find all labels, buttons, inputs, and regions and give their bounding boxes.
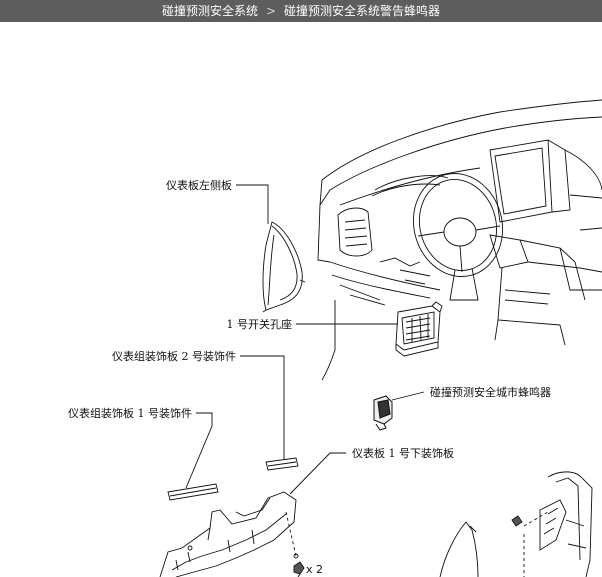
trim-piece-1-part (167, 483, 219, 501)
breadcrumb: 碰撞预测安全系统 > 碰撞预测安全系统警告蜂鸣器 (0, 0, 602, 22)
breadcrumb-item-system[interactable]: 碰撞预测安全系统 (161, 4, 258, 18)
label-trim-piece-2: 仪表组装饰板 2 号装饰件 (112, 349, 236, 363)
buzzer-part (373, 395, 393, 431)
label-clip-count: x 2 (306, 563, 323, 576)
label-trim-piece-1: 仪表组装饰板 1 号装饰件 (68, 406, 192, 420)
leader-lines (185, 184, 425, 495)
label-lower-panel: 仪表板 1 号下装饰板 (352, 446, 454, 460)
breadcrumb-separator: > (265, 4, 277, 18)
lower-panel-part (159, 491, 305, 577)
trim-piece-2-part (265, 457, 299, 471)
breadcrumb-item-buzzer: 碰撞预测安全系统警告蜂鸣器 (284, 4, 441, 18)
label-switch-base: 1 号开关孔座 (227, 317, 293, 331)
bottom-right-fragments (439, 471, 593, 577)
label-buzzer: 碰撞预测安全城市蜂鸣器 (430, 385, 551, 399)
label-left-side-panel: 仪表板左侧板 (166, 178, 232, 192)
left-side-panel-part (262, 221, 306, 313)
switch-base-part (395, 301, 443, 357)
dashboard-illustration (317, 99, 602, 381)
